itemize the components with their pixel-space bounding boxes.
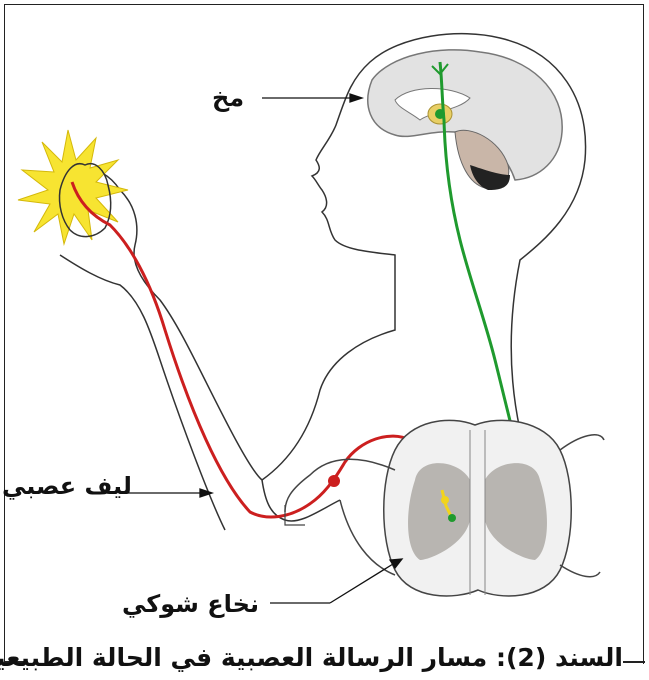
nerve-fiber-label: ليف عصبي: [2, 474, 132, 498]
brain-label: مخ: [212, 86, 244, 110]
caption-rule-right: [623, 661, 645, 663]
caption-text: السند (2): مسار الرسالة العصبية في الحال…: [0, 643, 623, 672]
synapse: [448, 514, 456, 522]
brain: [368, 50, 562, 190]
brain-neuron: [435, 109, 445, 119]
relay-neuron-body: [441, 496, 449, 504]
ganglion-cell: [328, 475, 340, 487]
spinal-cord-section: [285, 420, 604, 596]
spinal-cord-label: نخاع شوكي: [122, 592, 259, 616]
label-arrows: [128, 94, 402, 603]
figure-caption: السند (2): مسار الرسالة العصبية في الحال…: [0, 641, 649, 677]
